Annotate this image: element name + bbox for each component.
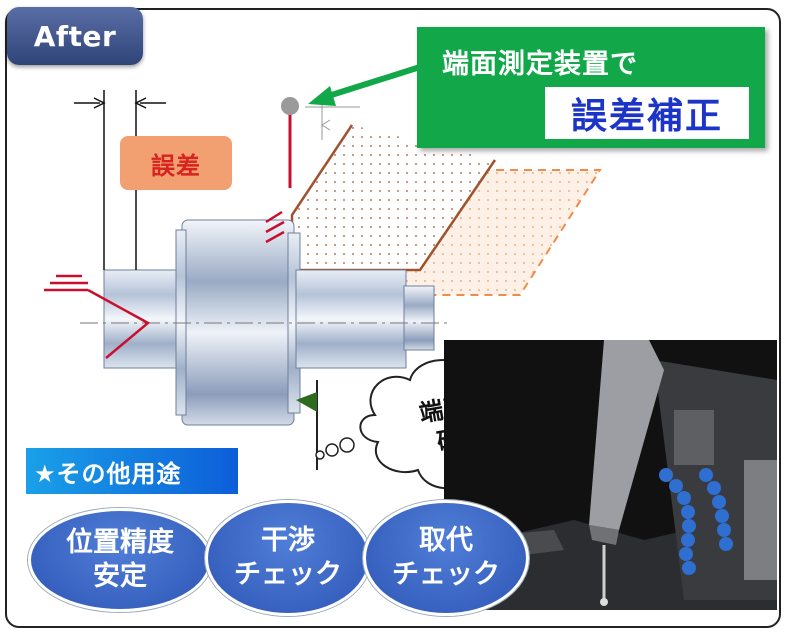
callout-arrow [308,64,421,106]
use-interference-check: 干渉 チェック [205,500,371,616]
callout-line1: 端面測定装置で [442,49,638,80]
machine-photo-drawing [444,340,777,610]
contact-hatch [265,210,285,244]
machine-photo [444,340,777,610]
use-allowance-check-line1: 取代 [419,525,473,557]
use-interference-check-line1: 干渉 [261,525,315,557]
callout-line2: 誤差補正 [545,87,749,139]
callout-box: 端面測定装置で 誤差補正 [417,27,765,148]
use-position-accuracy: 位置精度 安定 [28,508,212,612]
other-uses-banner: ★その他用途 [26,448,238,494]
use-position-accuracy-line2: 安定 [93,561,147,592]
after-tab: After [7,7,143,65]
workpiece [80,219,450,426]
error-badge: 誤差 [120,136,232,190]
end-face-probe [281,95,360,188]
use-position-accuracy-line1: 位置精度 [66,527,174,559]
use-allowance-check-line2: チェック [392,559,500,590]
use-interference-check-line2: チェック [234,559,342,590]
use-allowance-check: 取代 チェック [363,500,529,616]
left-cutting-tool [44,274,151,359]
